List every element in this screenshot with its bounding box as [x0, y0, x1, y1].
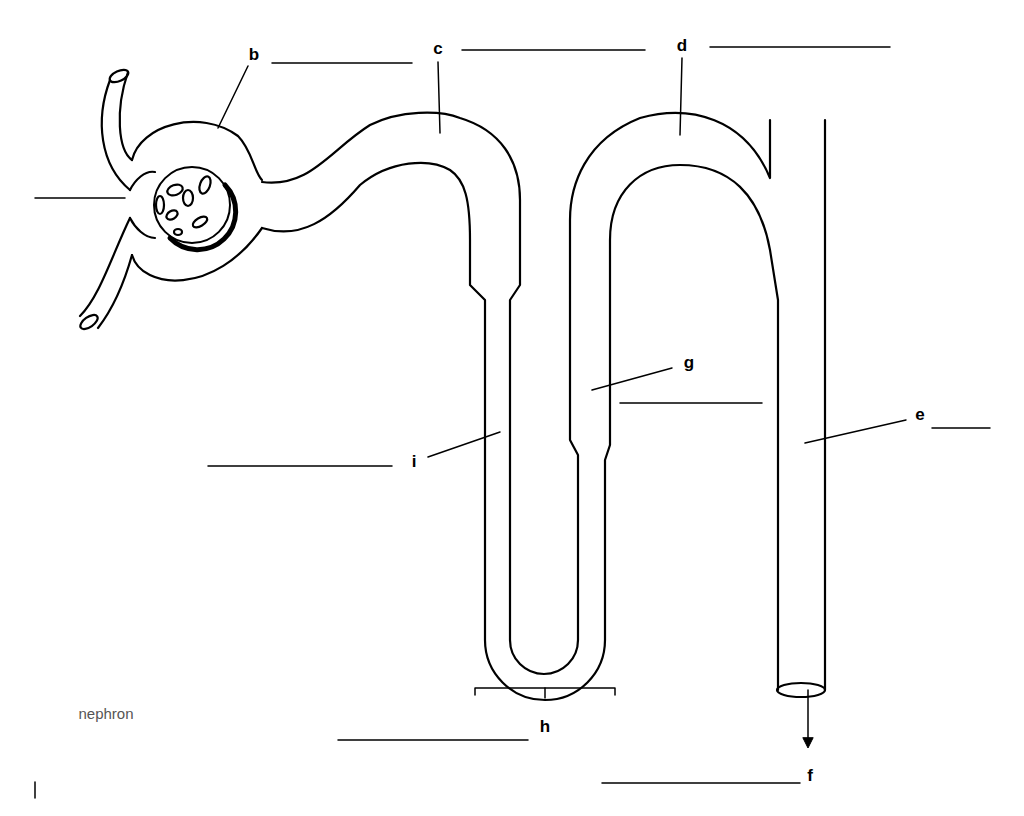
diagram-caption-label: nephron — [78, 705, 133, 722]
part-letter: b — [249, 45, 259, 65]
part-letter: d — [677, 36, 687, 56]
part-letter: i — [412, 452, 417, 472]
part-letter: g — [684, 353, 694, 373]
part-letter: h — [540, 717, 550, 737]
part-letter: c — [433, 39, 442, 59]
part-letter: e — [915, 405, 924, 425]
part-letter: f — [807, 766, 813, 786]
